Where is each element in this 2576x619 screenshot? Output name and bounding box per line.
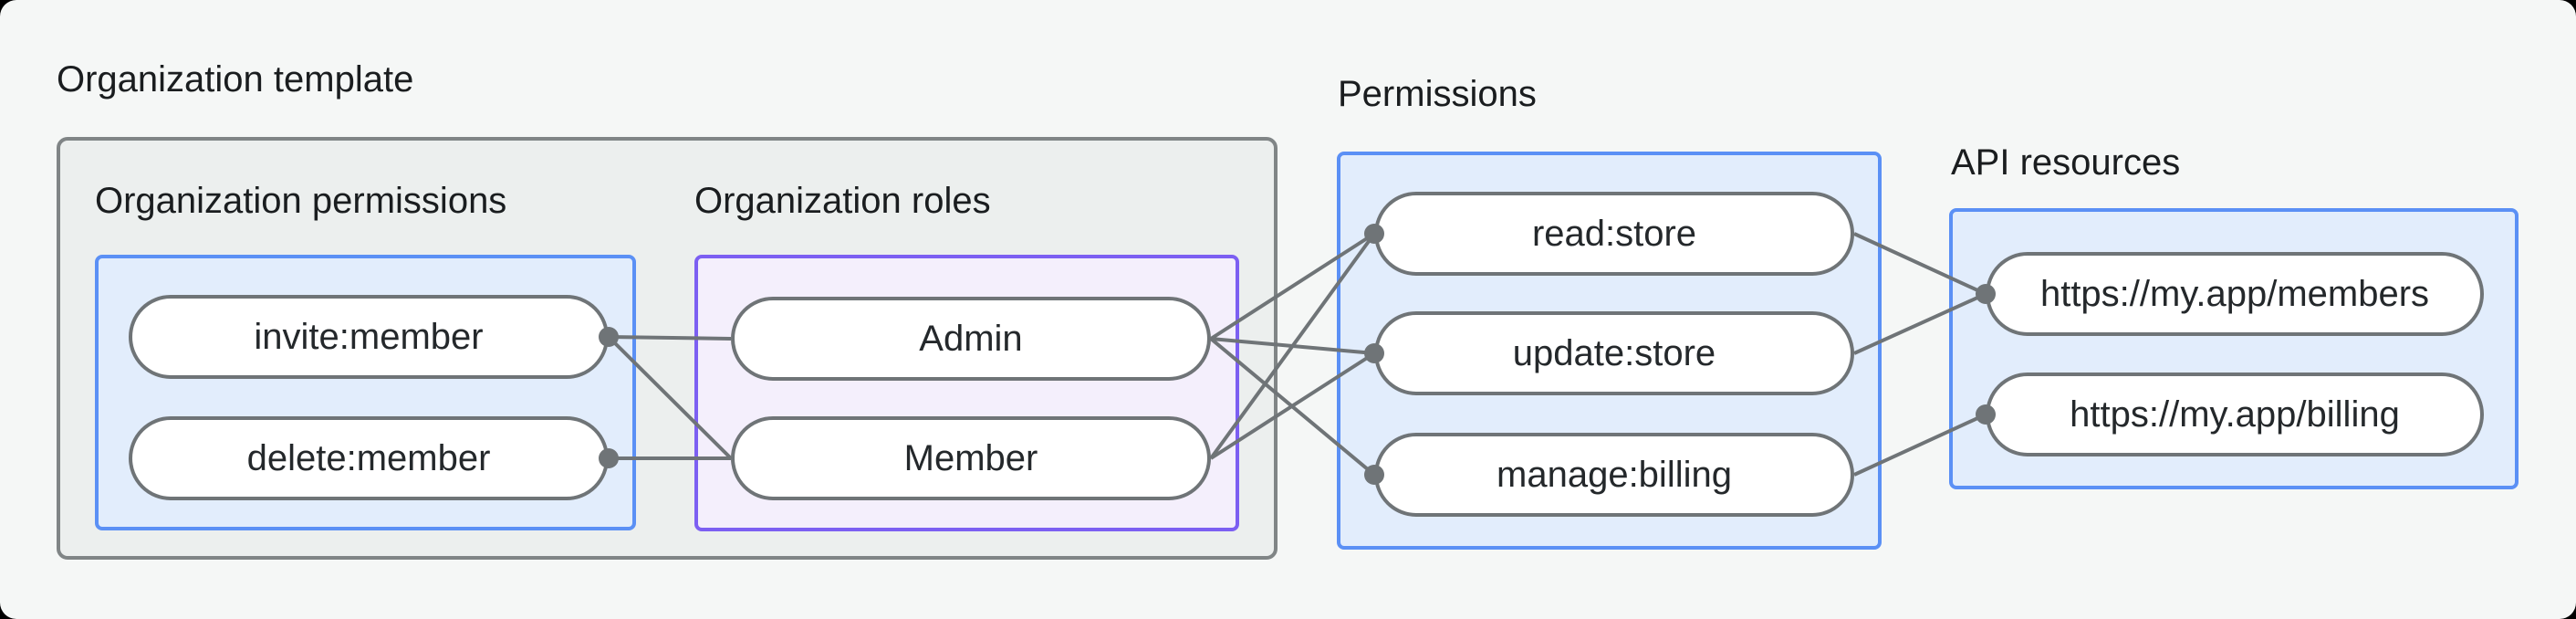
- org-roles-box: Admin Member: [694, 255, 1239, 531]
- org-roles-label: Organization roles: [694, 181, 991, 221]
- org-permissions-label: Organization permissions: [95, 181, 507, 221]
- pill-invite-member: invite:member: [129, 295, 609, 379]
- pill-api-members: https://my.app/members: [1986, 252, 2484, 336]
- org-template-label: Organization template: [57, 59, 414, 100]
- pill-manage-billing: manage:billing: [1374, 433, 1854, 517]
- pill-api-billing: https://my.app/billing: [1986, 372, 2484, 456]
- permissions-box: read:store update:store manage:billing: [1337, 152, 1882, 550]
- org-permissions-box: invite:member delete:member: [95, 255, 636, 530]
- pill-read-store: read:store: [1374, 192, 1854, 276]
- pill-member-role: Member: [731, 416, 1211, 500]
- pill-update-store: update:store: [1374, 311, 1854, 395]
- api-resources-box: https://my.app/members https://my.app/bi…: [1949, 208, 2519, 489]
- api-resources-label: API resources: [1951, 142, 2181, 183]
- pill-delete-member: delete:member: [129, 416, 609, 500]
- org-template-box: Organization permissions invite:member d…: [57, 137, 1278, 560]
- pill-admin-role: Admin: [731, 297, 1211, 381]
- permissions-label: Permissions: [1338, 74, 1537, 114]
